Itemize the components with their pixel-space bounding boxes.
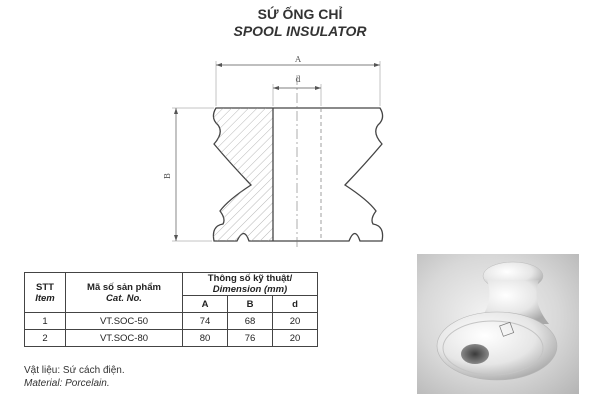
header-dimension: Thông số kỹ thuật/ Dimension (mm): [182, 272, 318, 296]
table-row: 1 VT.SOC-50 74 68 20: [24, 312, 318, 330]
cell-cat-no: VT.SOC-80: [65, 329, 183, 347]
header-cat-no: Mã số sản phẩm Cat. No.: [65, 272, 183, 313]
dimension-b-label: B: [163, 173, 172, 179]
header-d: d: [272, 295, 318, 313]
table-row: 2 VT.SOC-80 80 76 20: [24, 329, 318, 347]
cell-d: 20: [272, 312, 318, 330]
page-title-vietnamese: SỨ ỐNG CHỈ: [257, 6, 343, 22]
cell-cat-no: VT.SOC-50: [65, 312, 183, 330]
spec-table: STT Item Mã số sản phẩm Cat. No. Thông s…: [24, 272, 318, 347]
cell-stt: 1: [24, 312, 66, 330]
technical-drawing: A d B: [163, 55, 384, 250]
material-english: Material: Porcelain.: [24, 378, 110, 389]
header-stt: STT Item: [24, 272, 66, 313]
dimension-a-label: A: [294, 55, 301, 64]
cell-d: 20: [272, 329, 318, 347]
dimension-d-label: d: [295, 75, 300, 84]
spool-insulator-image: [436, 261, 558, 381]
material-vietnamese: Vật liệu: Sứ cách điện.: [24, 365, 125, 376]
cell-a: 74: [182, 312, 228, 330]
hatched-section: [213, 108, 273, 241]
product-photo: [417, 254, 579, 394]
cell-b: 76: [227, 329, 273, 347]
cell-stt: 2: [24, 329, 66, 347]
page-title-english: SPOOL INSULATOR: [233, 23, 367, 39]
material-note: Vật liệu: Sứ cách điện. Material: Porcel…: [24, 364, 125, 390]
header-b: B: [227, 295, 273, 313]
cell-a: 80: [182, 329, 228, 347]
header-a: A: [182, 295, 228, 313]
cell-b: 68: [227, 312, 273, 330]
